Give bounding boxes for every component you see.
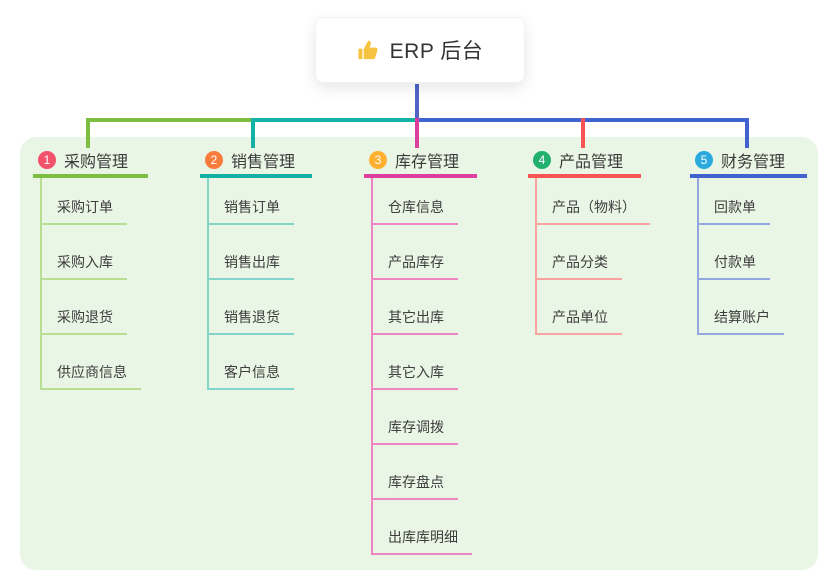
child-node[interactable]: 结算账户 xyxy=(699,307,784,335)
child-row: 供应商信息 xyxy=(42,335,141,390)
child-node[interactable]: 采购入库 xyxy=(42,252,127,280)
child-node[interactable]: 产品库存 xyxy=(373,252,458,280)
branch-children-sales: 销售订单 销售出库 销售退货 客户信息 xyxy=(207,178,294,390)
thumbs-up-icon xyxy=(357,39,380,62)
branch-number-badge: 4 xyxy=(533,151,551,169)
branch-title: 产品管理 xyxy=(559,154,624,171)
branch-title: 销售管理 xyxy=(231,154,296,171)
child-row: 采购退货 xyxy=(42,280,141,335)
child-node[interactable]: 销售退货 xyxy=(209,307,294,335)
child-row: 库存盘点 xyxy=(373,445,472,500)
branch-column-purchase: 1 采购管理 采购订单 采购入库 采购退货 供应商信息 xyxy=(33,146,148,390)
child-node[interactable]: 仓库信息 xyxy=(373,197,458,225)
child-row: 销售出库 xyxy=(209,225,294,280)
child-node[interactable]: 客户信息 xyxy=(209,362,294,390)
child-row: 出库库明细 xyxy=(373,500,472,555)
branch-header-purchase[interactable]: 1 采购管理 xyxy=(33,146,148,178)
connector-bus-segment-2 xyxy=(251,118,419,122)
branch-header-inventory[interactable]: 3 库存管理 xyxy=(364,146,477,178)
child-row: 产品库存 xyxy=(373,225,472,280)
child-node[interactable]: 供应商信息 xyxy=(42,362,141,390)
connector-drop-finance xyxy=(745,118,749,148)
child-row: 其它入库 xyxy=(373,335,472,390)
connector-drop-product xyxy=(581,118,585,148)
child-row: 付款单 xyxy=(699,225,784,280)
child-node[interactable]: 出库库明细 xyxy=(373,527,472,555)
branch-children-product: 产品（物料） 产品分类 产品单位 xyxy=(535,178,650,335)
child-node[interactable]: 其它出库 xyxy=(373,307,458,335)
root-node-title: ERP 后台 xyxy=(389,40,484,63)
child-row: 结算账户 xyxy=(699,280,784,335)
branches-background-panel xyxy=(20,137,818,570)
root-node[interactable]: ERP 后台 xyxy=(315,17,525,83)
child-node[interactable]: 库存盘点 xyxy=(373,472,458,500)
branch-header-product[interactable]: 4 产品管理 xyxy=(528,146,641,178)
child-row: 库存调拨 xyxy=(373,390,472,445)
branch-children-finance: 回款单 付款单 结算账户 xyxy=(697,178,784,335)
connector-drop-purchase xyxy=(86,118,90,148)
child-node[interactable]: 付款单 xyxy=(699,252,770,280)
child-row: 销售订单 xyxy=(209,178,294,225)
branch-header-finance[interactable]: 5 财务管理 xyxy=(690,146,807,178)
connector-drop-sales xyxy=(251,118,255,148)
child-row: 销售退货 xyxy=(209,280,294,335)
child-node[interactable]: 产品分类 xyxy=(537,252,622,280)
child-node[interactable]: 库存调拨 xyxy=(373,417,458,445)
branch-number-badge: 3 xyxy=(369,151,387,169)
branch-number-badge: 2 xyxy=(205,151,223,169)
child-node[interactable]: 回款单 xyxy=(699,197,770,225)
branch-column-sales: 2 销售管理 销售订单 销售出库 销售退货 客户信息 xyxy=(200,146,312,390)
child-node[interactable]: 产品（物料） xyxy=(537,197,650,225)
child-row: 采购入库 xyxy=(42,225,141,280)
child-node[interactable]: 销售出库 xyxy=(209,252,294,280)
branch-children-inventory: 仓库信息 产品库存 其它出库 其它入库 库存调拨 库存盘点 出库库明细 xyxy=(371,178,472,555)
child-row: 产品分类 xyxy=(537,225,650,280)
branch-title: 库存管理 xyxy=(395,154,460,171)
child-row: 客户信息 xyxy=(209,335,294,390)
child-row: 产品单位 xyxy=(537,280,650,335)
branch-header-sales[interactable]: 2 销售管理 xyxy=(200,146,312,178)
connector-bus-segment-1 xyxy=(86,118,255,122)
branch-title: 财务管理 xyxy=(721,154,786,171)
branch-title: 采购管理 xyxy=(64,154,129,171)
child-node[interactable]: 采购退货 xyxy=(42,307,127,335)
child-row: 采购订单 xyxy=(42,178,141,225)
branch-column-inventory: 3 库存管理 仓库信息 产品库存 其它出库 其它入库 库存调拨 库存盘点 出库库… xyxy=(364,146,477,555)
branch-number-badge: 5 xyxy=(695,151,713,169)
connector-drop-inventory xyxy=(415,118,419,148)
branch-column-finance: 5 财务管理 回款单 付款单 结算账户 xyxy=(690,146,807,335)
child-node[interactable]: 产品单位 xyxy=(537,307,622,335)
child-row: 其它出库 xyxy=(373,280,472,335)
child-node[interactable]: 其它入库 xyxy=(373,362,458,390)
root-connector-line xyxy=(415,84,419,118)
branch-column-product: 4 产品管理 产品（物料） 产品分类 产品单位 xyxy=(528,146,650,335)
child-node[interactable]: 采购订单 xyxy=(42,197,127,225)
child-node[interactable]: 销售订单 xyxy=(209,197,294,225)
child-row: 产品（物料） xyxy=(537,178,650,225)
branch-number-badge: 1 xyxy=(38,151,56,169)
child-row: 回款单 xyxy=(699,178,784,225)
branch-children-purchase: 采购订单 采购入库 采购退货 供应商信息 xyxy=(40,178,141,390)
child-row: 仓库信息 xyxy=(373,178,472,225)
